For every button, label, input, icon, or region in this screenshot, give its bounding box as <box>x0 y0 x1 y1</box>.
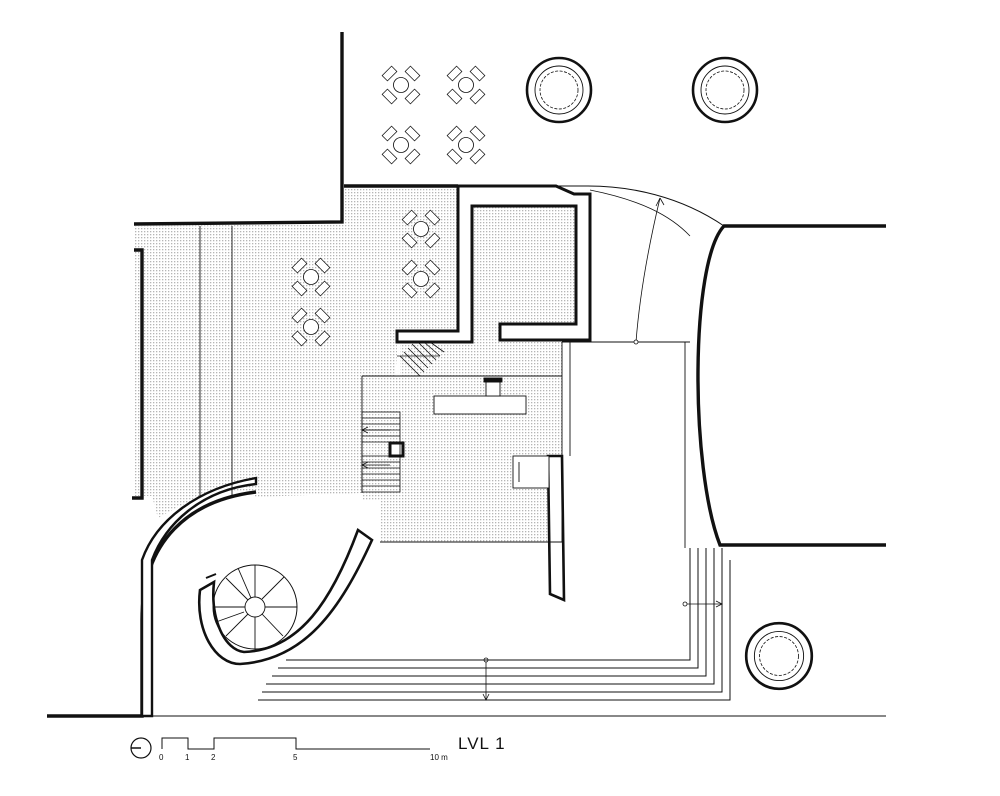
table-with-chairs-icon <box>381 65 421 105</box>
north-arrow-icon <box>130 737 152 759</box>
interior-lines <box>199 226 690 548</box>
table-with-chairs-icon <box>446 65 486 105</box>
scale-bar <box>161 737 430 750</box>
external-steps <box>258 548 731 701</box>
round-planter-icon <box>691 56 759 124</box>
scale-bar-ticks: 0 1 2 5 10 m <box>159 753 448 762</box>
round-planter-icon <box>525 56 593 124</box>
round-planter-icon <box>744 621 814 691</box>
table-with-chairs-icon <box>381 125 421 165</box>
scale-tick: 5 <box>293 753 298 762</box>
scale-tick: 2 <box>211 753 216 762</box>
door-swings-and-arrows <box>361 189 723 701</box>
straight-stair <box>361 341 445 493</box>
curved-wall <box>140 476 374 718</box>
hatched-floor-area <box>134 186 578 542</box>
core-walls <box>388 184 592 602</box>
scale-tick: 10 m <box>430 753 448 762</box>
spiral-stair-icon <box>212 564 298 650</box>
scale-tick: 1 <box>185 753 190 762</box>
table-with-chairs-icon <box>446 125 486 165</box>
level-title: LVL 1 <box>458 734 506 753</box>
scale-tick: 0 <box>159 753 164 762</box>
